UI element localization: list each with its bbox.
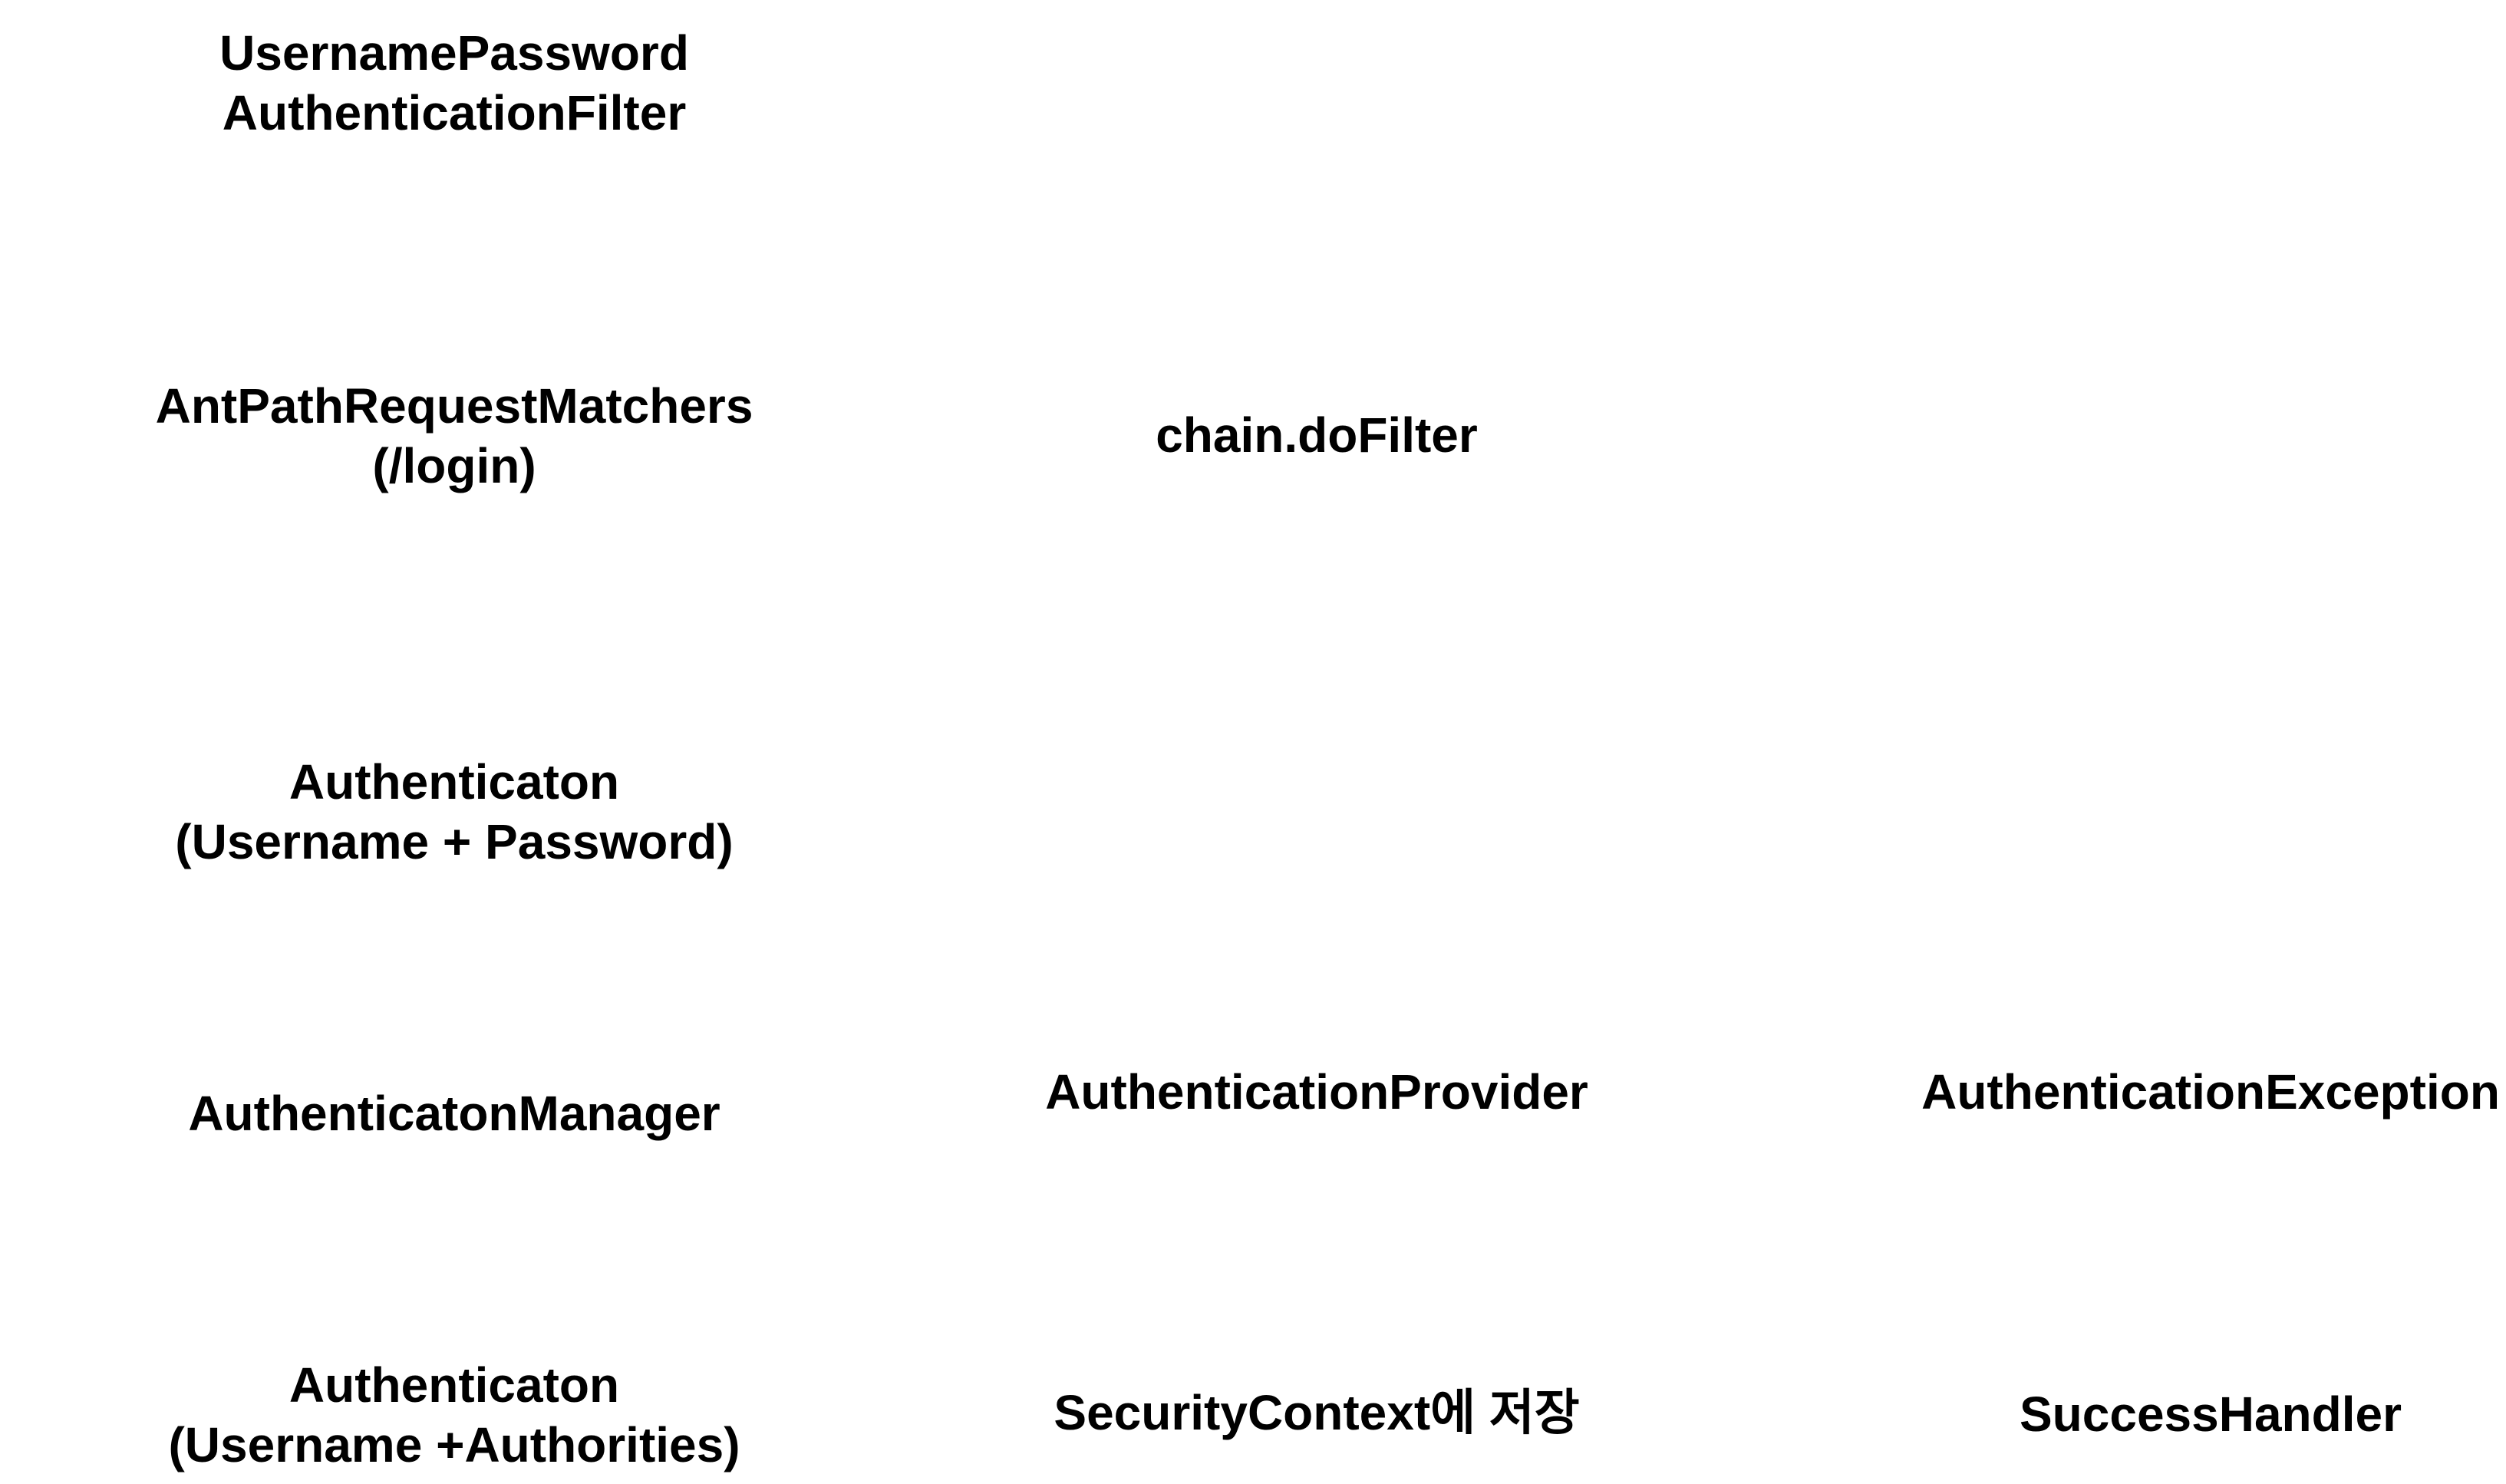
- auth-result-label-line2: (Username +Authorities): [168, 1417, 740, 1472]
- success-label: SuccessHandler: [2019, 1387, 2402, 1442]
- exception-label: AuthenticationException: [1921, 1064, 2500, 1120]
- filter-label-line1: UsernamePassword: [219, 25, 689, 81]
- auth-request-label-line2: (Username + Password): [175, 814, 734, 869]
- authentication-result-node: Authenticaton (Username +Authorities): [168, 1355, 740, 1475]
- authentication-request-node: Authenticaton (Username + Password): [175, 752, 733, 872]
- context-label: SecurityContext에 저장: [1054, 1385, 1580, 1440]
- success-handler-node: SuccessHandler: [2020, 1384, 2402, 1444]
- chain-label: chain.doFilter: [1156, 407, 1478, 463]
- filter-label-line2: AuthenticationFilter: [222, 85, 687, 140]
- auth-request-label-line1: Authenticaton: [289, 754, 620, 810]
- security-context-save-node: SecurityContext에 저장: [1054, 1383, 1579, 1443]
- manager-label: AuthenticatonManager: [188, 1086, 720, 1141]
- ant-path-request-matchers-node: AntPathRequestMatchers (/login): [156, 376, 753, 496]
- matcher-label-line1: AntPathRequestMatchers: [155, 378, 753, 434]
- username-password-authentication-filter-node: UsernamePassword AuthenticationFilter: [219, 23, 689, 143]
- matcher-label-line2: (/login): [372, 438, 536, 493]
- provider-label: AuthenticationProvider: [1045, 1064, 1588, 1120]
- authentication-manager-node: AuthenticatonManager: [188, 1083, 720, 1143]
- auth-result-label-line1: Authenticaton: [289, 1357, 620, 1413]
- chain-do-filter-node: chain.doFilter: [1156, 405, 1478, 465]
- authentication-exception-node: AuthenticationException: [1921, 1062, 2500, 1122]
- authentication-provider-node: AuthenticationProvider: [1045, 1062, 1588, 1122]
